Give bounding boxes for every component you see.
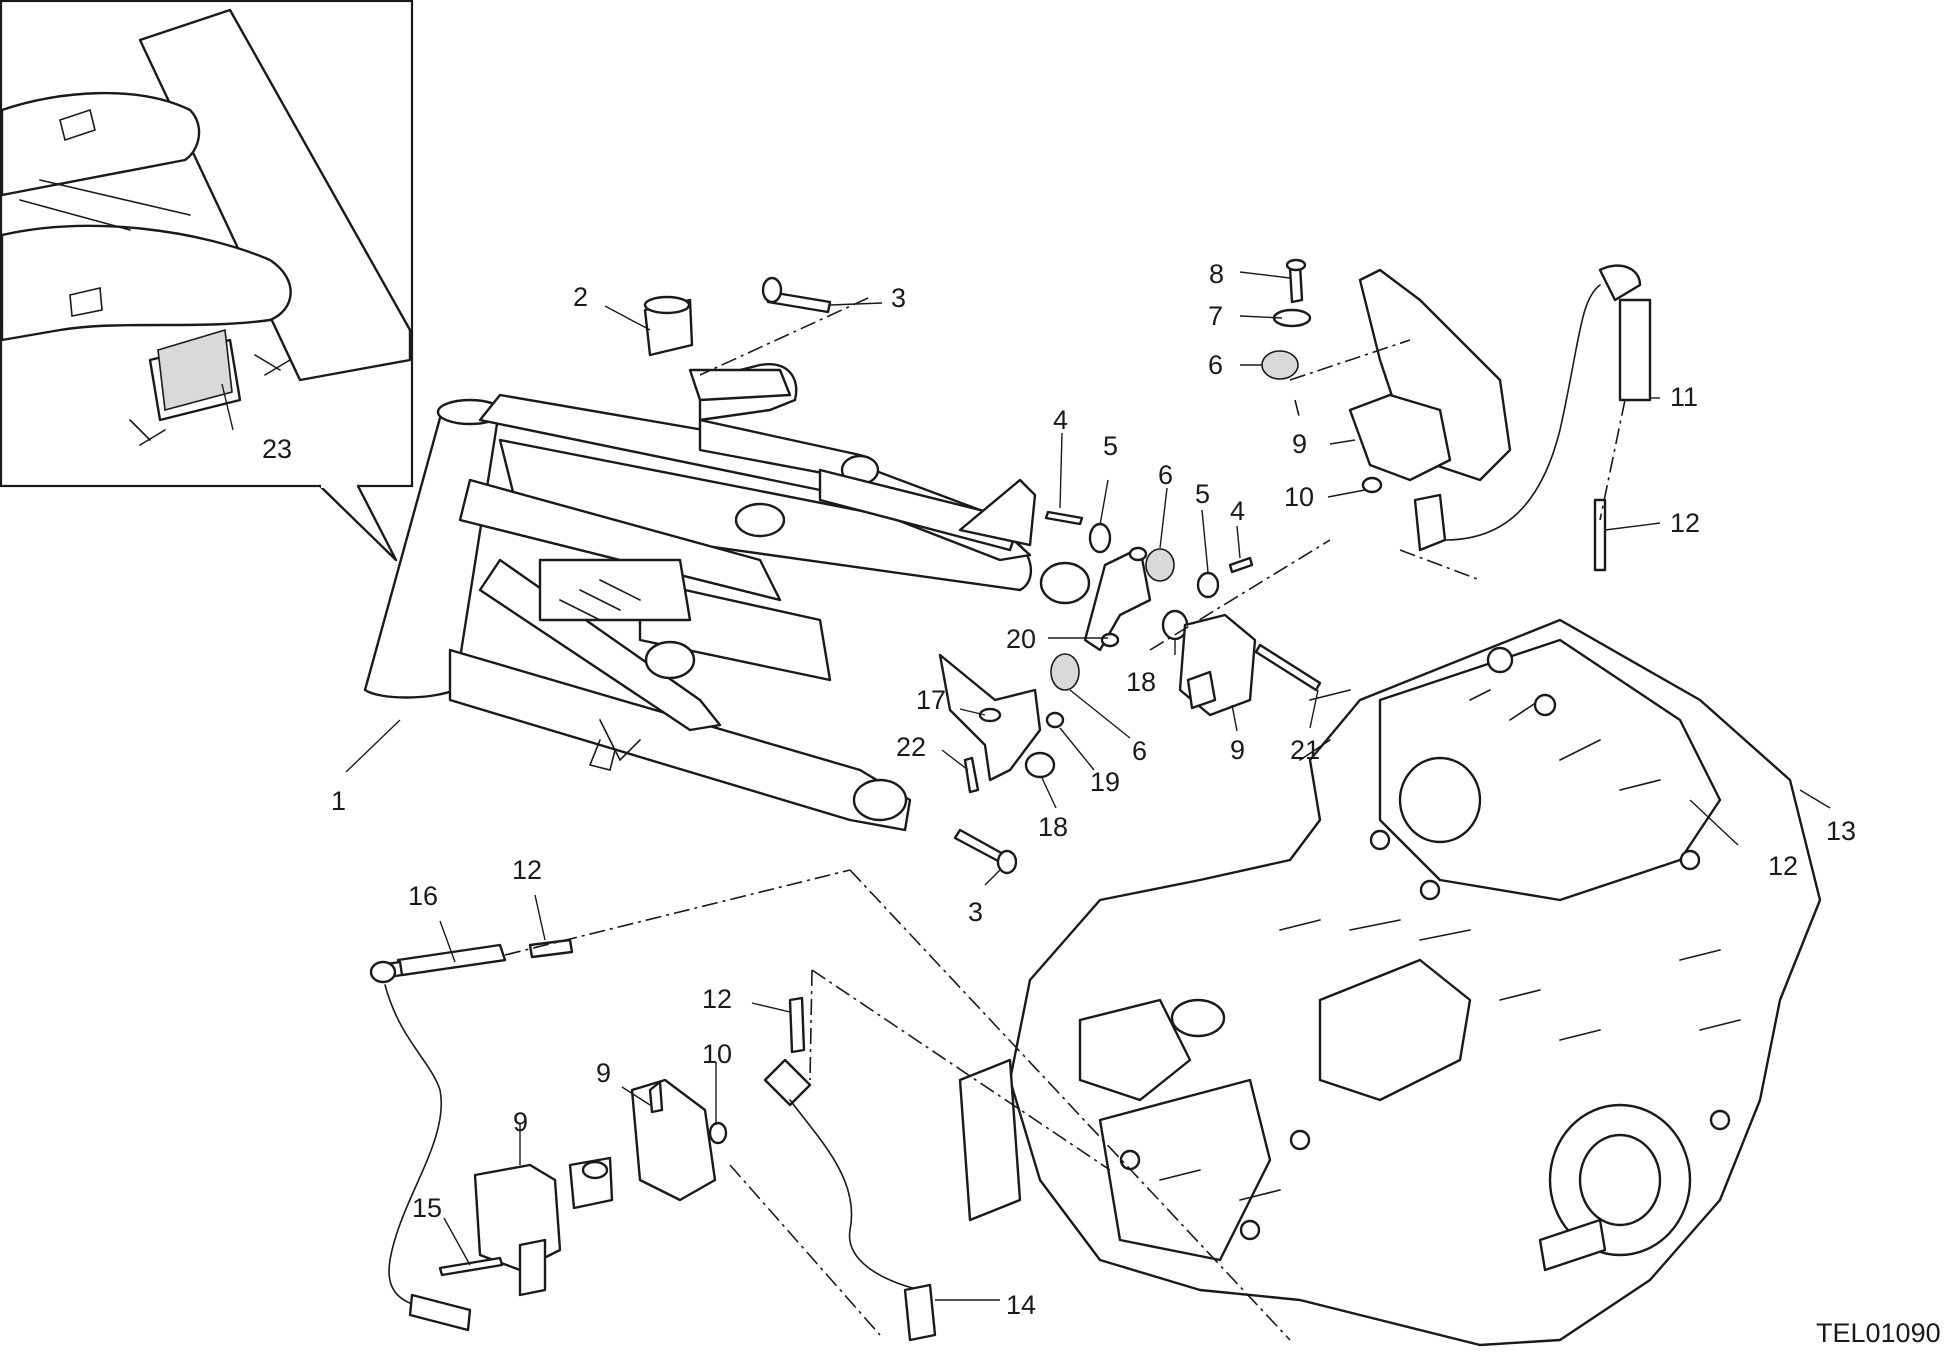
callout-9-center: 9 (1230, 735, 1245, 765)
callout-5-right: 5 (1195, 479, 1210, 509)
callout-20: 20 (1006, 624, 1036, 654)
callout-6-lower: 6 (1132, 736, 1147, 766)
callout-12-left: 12 (512, 855, 542, 885)
callout-19: 19 (1090, 767, 1120, 797)
callout-4-right: 4 (1230, 496, 1245, 526)
callout-3-bottom: 3 (968, 897, 983, 927)
callout-10-lower: 10 (702, 1039, 732, 1069)
coil-bracket-assembly (643, 276, 1331, 875)
leader-lines (221, 271, 1831, 1301)
callout-17: 17 (916, 685, 946, 715)
trellis-frame (363, 363, 1091, 832)
callout-labels: 23 2 3 1 3 4 5 6 5 4 20 18 9 21 17 22 19… (262, 259, 1941, 1348)
callout-13: 13 (1826, 816, 1856, 846)
callout-5-left: 5 (1103, 431, 1118, 461)
callout-12-upper: 12 (1670, 508, 1700, 538)
callout-11: 11 (1670, 382, 1698, 412)
detail-inset (0, 0, 414, 562)
callout-3-top: 3 (891, 283, 906, 313)
callout-18-top: 18 (1126, 667, 1156, 697)
callout-14: 14 (1006, 1290, 1036, 1320)
drawing-code: TEL01090 (1816, 1318, 1941, 1348)
callout-12-lower: 12 (702, 984, 732, 1014)
callout-6-top: 6 (1158, 460, 1173, 490)
callout-15: 15 (412, 1193, 442, 1223)
callout-7: 7 (1208, 301, 1223, 331)
callout-4-left: 4 (1053, 405, 1068, 435)
callout-23: 23 (262, 434, 292, 464)
callout-21: 21 (1290, 735, 1320, 765)
lower-ignition-assembly (369, 869, 1291, 1342)
callout-9-upper: 9 (1292, 429, 1307, 459)
callout-8: 8 (1209, 259, 1224, 289)
callout-1: 1 (331, 786, 346, 816)
callout-18-lower: 18 (1038, 812, 1068, 842)
callout-22: 22 (896, 732, 926, 762)
callout-6-upper: 6 (1208, 350, 1223, 380)
callout-10-upper: 10 (1284, 482, 1314, 512)
callout-12-right: 12 (1768, 851, 1798, 881)
upper-right-coil-assembly (1261, 258, 1652, 581)
callout-2: 2 (573, 282, 588, 312)
callout-9-lower-left: 9 (513, 1107, 528, 1137)
engine-block (958, 618, 1822, 1347)
callout-16: 16 (408, 881, 438, 911)
callout-9-lower-right: 9 (596, 1058, 611, 1088)
